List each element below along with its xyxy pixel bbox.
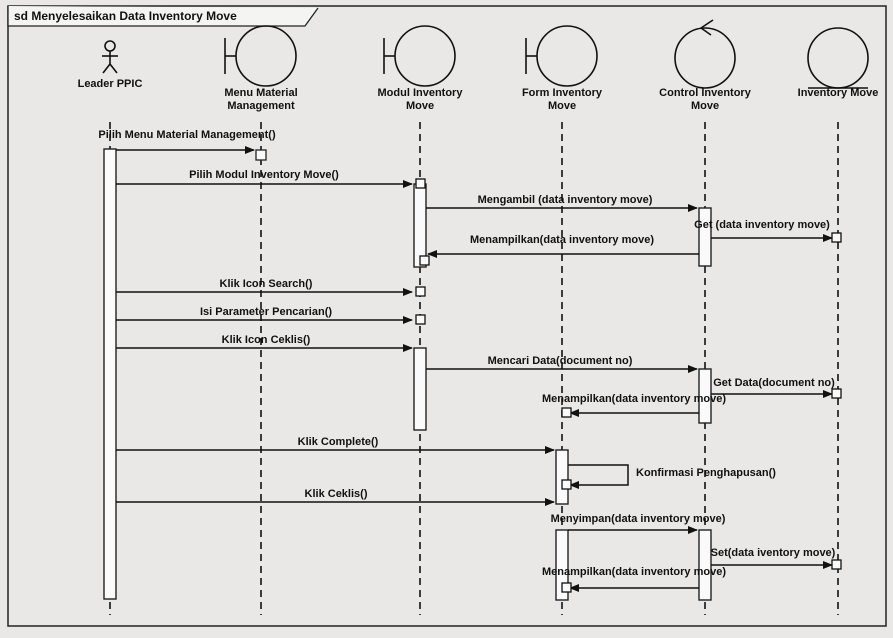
message-15: Menyimpan(data inventory move) [551,513,726,534]
receiver-box [561,407,572,418]
message-label: Konfirmasi Penghapusan() [636,467,776,479]
lifeline-label: Modul Inventory [378,87,464,99]
lifeline-label: Control Inventory [659,87,752,99]
message-1: Pilih Menu Material Management() [98,129,276,154]
receiver-box [415,314,426,325]
message-6: Klik Icon Search() [116,278,413,296]
receiver-box [561,479,572,490]
message-label: Get Data(document no) [713,377,835,389]
lifeline-label: Form Inventory [522,87,603,99]
message-3: Mengambil (data inventory move) [426,194,698,212]
message-13: Konfirmasi Penghapusan() [568,464,776,489]
activation-bars [103,148,712,601]
message-label: Klik Icon Ceklis() [222,334,311,346]
activation-control-2 [698,368,712,424]
control-icon [674,19,736,89]
message-4: Get (data inventory move) [694,219,833,242]
message-17: Menampilkan(data inventory move) [542,566,726,592]
receiver-box [415,286,426,297]
message-label: Pilih Modul Inventory Move() [189,169,339,181]
messages: Pilih Menu Material Management() Pilih Mo… [98,129,842,593]
actor-icon [102,40,118,74]
message-label: Klik Ceklis() [305,488,368,500]
activation-modul-1 [413,183,427,268]
frame-title-tab [7,6,319,27]
receiver-box [415,178,426,189]
boundary-icon [224,25,297,87]
frame-title: sd Menyelesaikan Data Inventory Move [14,9,237,23]
receiver-box [831,388,842,399]
activation-control-3 [698,529,712,601]
message-label: Mencari Data(document no) [488,355,633,367]
message-label: Klik Complete() [298,436,379,448]
lifeline-label: Move [406,100,434,112]
message-9: Mencari Data(document no) [426,355,698,373]
message-2: Pilih Modul Inventory Move() [116,169,413,188]
lifeline-label: Move [548,100,576,112]
diagram-frame [7,5,887,627]
receiver-box [831,232,842,243]
activation-menu [255,149,267,161]
message-label: Menampilkan(data inventory move) [542,566,726,578]
entity-icon [807,27,869,89]
receiver-box [831,559,842,570]
message-14: Klik Ceklis() [116,488,555,506]
activation-leader [103,148,117,600]
message-label: Klik Icon Search() [220,278,313,290]
boundary-icon [525,25,598,87]
lifeline-label: Menu Material [224,87,297,99]
message-label: Mengambil (data inventory move) [478,194,653,206]
message-label: Isi Parameter Pencarian() [200,306,332,318]
message-11: Menampilkan(data inventory move) [542,393,726,417]
receiver-box [561,582,572,593]
message-label: Pilih Menu Material Management() [98,129,276,141]
message-label: Get (data inventory move) [694,219,830,231]
activation-modul-2 [413,347,427,431]
activation-form-1 [555,449,569,505]
lifeline-label: Inventory Move [798,87,879,99]
message-label: Menampilkan(data inventory move) [542,393,726,405]
lifeline-entity: Inventory Move [798,27,879,615]
message-arrow [568,464,629,489]
receiver-box [419,255,430,266]
lifeline-label: Leader PPIC [78,78,143,90]
lifeline-label: Management [227,100,295,112]
lifeline-label: Move [691,100,719,112]
message-label: Set(data iventory move) [711,547,836,559]
activation-control-1 [698,207,712,267]
message-10: Get Data(document no) [711,377,835,398]
message-7: Isi Parameter Pencarian() [116,306,413,324]
boundary-icon [383,25,456,87]
message-label: Menyimpan(data inventory move) [551,513,726,525]
message-16: Set(data iventory move) [711,547,836,569]
message-12: Klik Complete() [116,436,555,454]
receiver-boxes [415,178,842,593]
message-label: Menampilkan(data inventory move) [470,234,654,246]
message-8: Klik Icon Ceklis() [116,334,413,352]
message-5: Menampilkan(data inventory move) [427,234,699,258]
